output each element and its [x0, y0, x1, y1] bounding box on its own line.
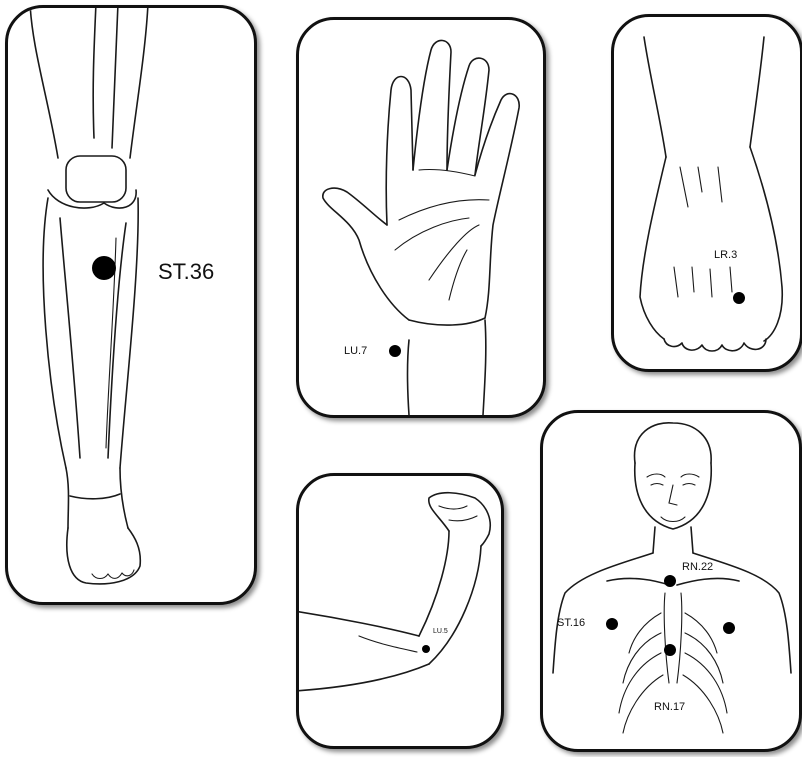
hand-panel: LU.7 — [296, 17, 546, 418]
arm-illustration — [299, 476, 501, 746]
lr3-point — [733, 292, 745, 304]
rn22-point — [664, 575, 676, 587]
rn17-point — [664, 644, 676, 656]
chest-panel: RN.22 ST.16 RN.17 — [540, 410, 802, 752]
st16-left-point — [606, 618, 618, 630]
rn22-label: RN.22 — [682, 562, 713, 573]
lu7-label: LU.7 — [344, 346, 367, 357]
lu5-label: LU.5 — [433, 628, 448, 635]
leg-illustration — [8, 8, 254, 602]
foot-illustration — [614, 17, 800, 369]
hand-illustration — [299, 20, 543, 415]
st36-point — [92, 256, 116, 280]
lu7-point — [389, 345, 401, 357]
arm-panel: LU.5 — [296, 473, 504, 749]
st36-label: ST.36 — [158, 261, 214, 283]
st16-right-point — [723, 622, 735, 634]
lr3-label: LR.3 — [714, 250, 737, 261]
rn17-label: RN.17 — [654, 702, 685, 713]
chest-illustration — [543, 413, 799, 749]
st16-label: ST.16 — [557, 618, 585, 629]
foot-panel: LR.3 — [611, 14, 802, 372]
leg-panel: ST.36 — [5, 5, 257, 605]
lu5-point — [422, 645, 430, 653]
